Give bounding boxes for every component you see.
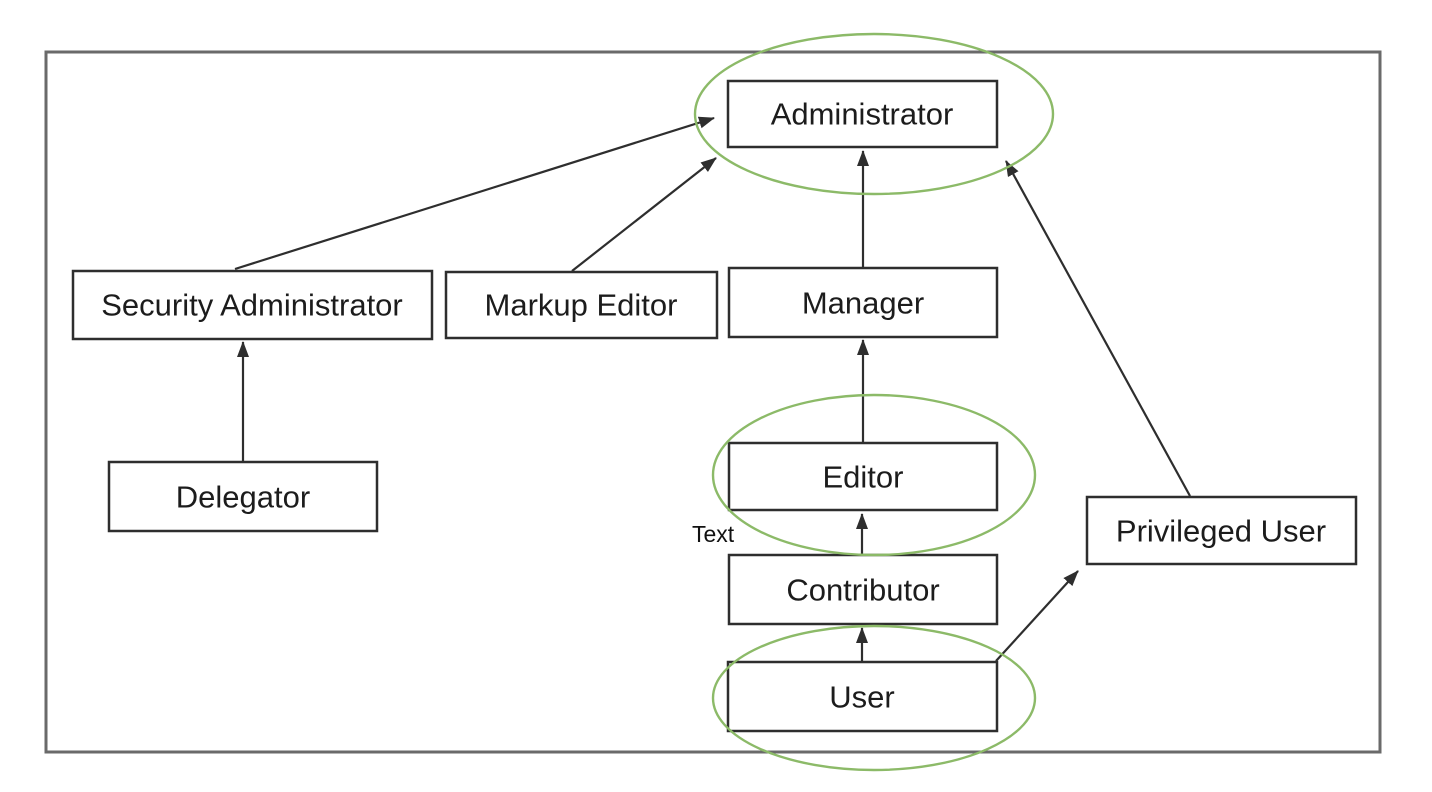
node-security-administrator-label: Security Administrator (101, 288, 403, 323)
highlight-ellipse-editor (711, 393, 1037, 557)
node-markup-editor-label: Markup Editor (485, 288, 678, 323)
node-privileged-user: Privileged User (1085, 495, 1358, 566)
edge-user-to-privileged-user (995, 570, 1079, 662)
node-manager: Manager (727, 266, 999, 339)
node-contributor: Contributor (727, 553, 999, 626)
node-markup-editor-box (444, 270, 719, 340)
node-manager-box (727, 266, 999, 339)
node-editor-box (727, 441, 999, 512)
node-delegator-box (107, 460, 379, 533)
node-contributor-label: Contributor (786, 573, 939, 608)
highlight-ellipse-administrator (693, 32, 1055, 196)
edge-privileged-user-to-administrator (1005, 160, 1191, 497)
highlight-ellipses (693, 32, 1055, 772)
node-delegator: Delegator (107, 460, 379, 533)
node-contributor-box (727, 553, 999, 626)
node-manager-label: Manager (802, 286, 924, 321)
node-user-label: User (829, 680, 894, 715)
node-markup-editor: Markup Editor (444, 270, 719, 340)
highlight-ellipse-user (711, 624, 1037, 772)
node-editor: Editor (727, 441, 999, 512)
node-privileged-user-label: Privileged User (1116, 514, 1326, 549)
node-editor-label: Editor (823, 460, 904, 495)
node-administrator-label: Administrator (771, 97, 954, 132)
node-administrator-box (726, 79, 999, 149)
node-user: User (726, 660, 999, 733)
text-annotation: Text (692, 521, 735, 547)
edge-markup-editor-to-administrator (571, 157, 717, 272)
node-security-administrator: Security Administrator (71, 269, 434, 341)
node-privileged-user-box (1085, 495, 1358, 566)
edge-security-administrator-to-administrator (234, 116, 715, 271)
node-administrator: Administrator (726, 79, 999, 149)
diagram-frame (44, 50, 1382, 754)
edges (234, 116, 1191, 662)
node-user-box (726, 660, 999, 733)
node-delegator-label: Delegator (176, 480, 310, 515)
node-security-administrator-box (71, 269, 434, 341)
